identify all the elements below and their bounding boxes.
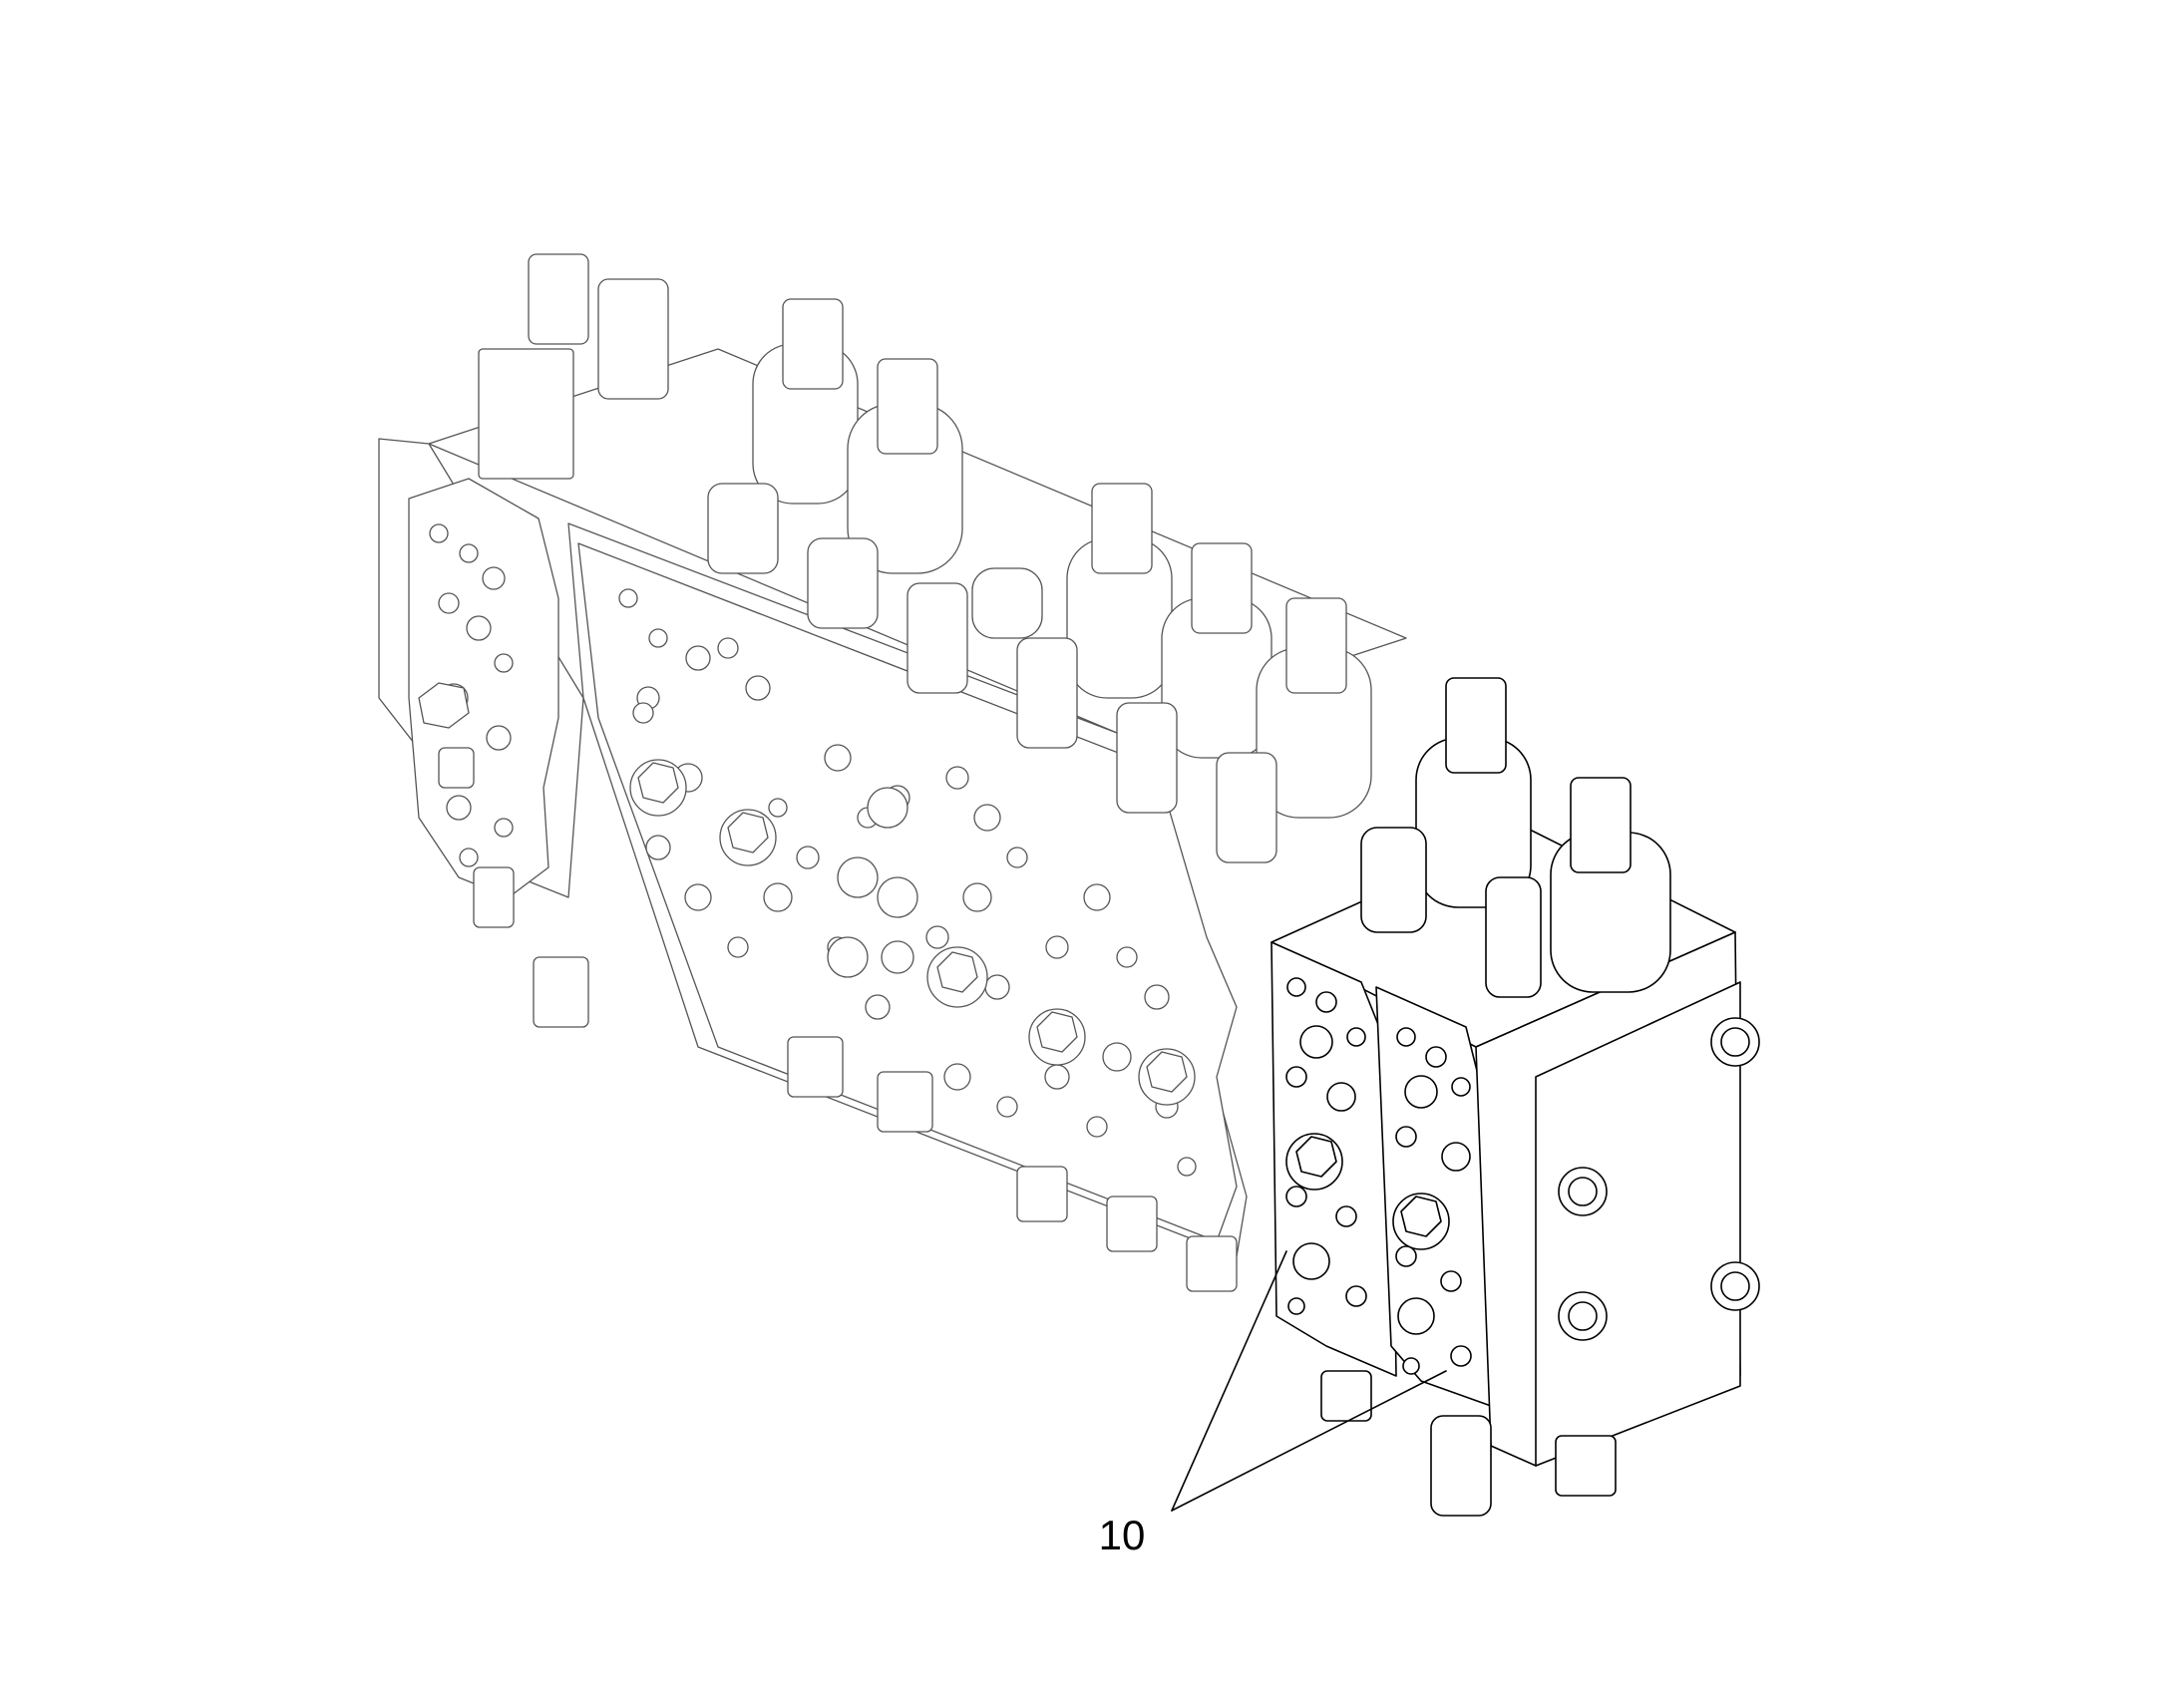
highlighted-valve-sections [1271, 677, 1760, 1517]
plate-bolts [629, 702, 1196, 1106]
left-end-plate [408, 478, 559, 898]
callout-leaders [1171, 1250, 1447, 1512]
bottom-fittings [473, 866, 1238, 1292]
top-relief-valves [478, 253, 1372, 863]
callout-10-label: 10 [1098, 1512, 1146, 1558]
front-port-plate [577, 542, 1238, 1242]
